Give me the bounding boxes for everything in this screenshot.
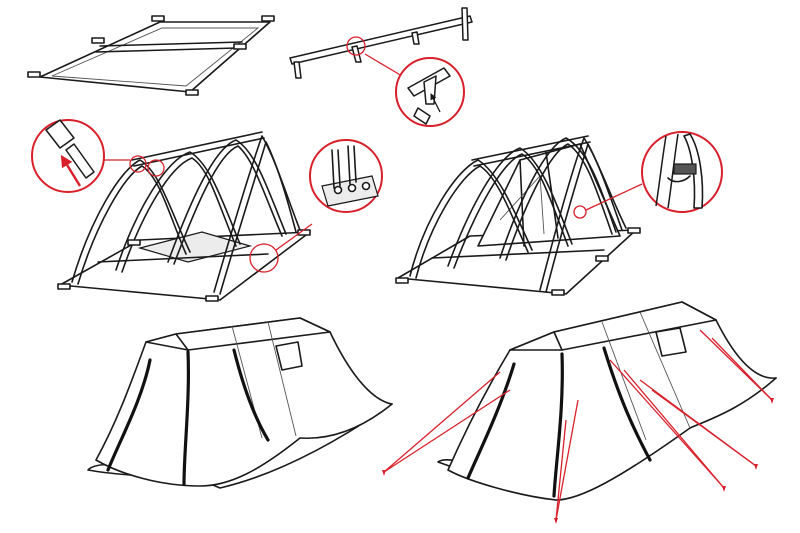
floor-seam bbox=[95, 47, 237, 53]
guy-line bbox=[555, 419, 567, 521]
guy-line bbox=[711, 337, 773, 401]
guy-line bbox=[623, 369, 725, 489]
callout-marker bbox=[147, 159, 165, 177]
guy-line bbox=[383, 389, 511, 473]
guy-line bbox=[555, 399, 579, 521]
callout-marker bbox=[129, 155, 147, 173]
pole-leg bbox=[351, 45, 362, 63]
ridge-pole bbox=[289, 15, 473, 65]
callout-clip-hook-detail bbox=[641, 131, 723, 213]
guy-line bbox=[383, 371, 501, 473]
stake bbox=[722, 486, 726, 492]
fly-window bbox=[655, 327, 687, 357]
callout-marker bbox=[346, 36, 366, 56]
stake-tab bbox=[27, 71, 41, 78]
callout-pole-insert-detail bbox=[31, 119, 105, 193]
stake bbox=[554, 518, 558, 524]
step-floor-layout bbox=[27, 15, 275, 96]
stake-tab bbox=[91, 37, 105, 44]
pole-leg bbox=[461, 7, 469, 41]
step-guy-line-tensioning bbox=[382, 301, 777, 524]
step-frame-assembly bbox=[31, 119, 383, 302]
callout-pin-base-detail bbox=[309, 139, 383, 213]
stake-tab bbox=[261, 15, 275, 22]
stake bbox=[754, 464, 758, 470]
fly-body bbox=[95, 317, 393, 487]
pole-leg bbox=[293, 61, 302, 79]
callout-marker bbox=[573, 205, 587, 219]
step-pole-connection bbox=[289, 7, 473, 127]
stake-tab bbox=[151, 15, 165, 22]
stake bbox=[382, 470, 386, 476]
callout-pole-joint-detail bbox=[395, 57, 465, 127]
fly-window bbox=[275, 341, 303, 371]
callout-marker bbox=[249, 243, 279, 273]
stake bbox=[770, 398, 774, 404]
step-outer-fly-covering bbox=[87, 317, 393, 489]
guy-line bbox=[609, 359, 725, 489]
step-inner-tent-hanging bbox=[395, 131, 723, 296]
stake-tab bbox=[185, 89, 199, 96]
stake-tab bbox=[233, 43, 247, 50]
guy-line bbox=[651, 389, 757, 467]
fly-body bbox=[447, 301, 777, 501]
pole-leg bbox=[411, 31, 420, 45]
